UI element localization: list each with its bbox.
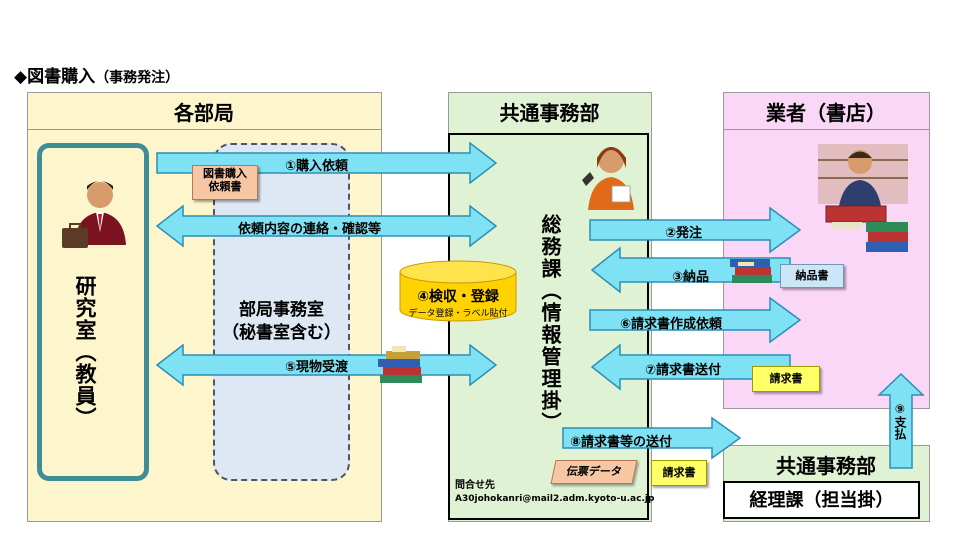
database-drum [399, 260, 517, 322]
step-7-label: ⑦請求書送付 [645, 363, 722, 378]
office-label-1: 部局事務室 [239, 300, 324, 320]
department-header-line [27, 129, 381, 130]
arrow-confirm [155, 204, 498, 248]
accounting-header: 共通事務部 [776, 454, 876, 478]
office-label-2: （秘書室含む） [222, 323, 341, 343]
vendor-header-line [723, 129, 929, 130]
clerk-icon [582, 147, 634, 210]
contact-email[interactable]: A30johokanri@mail2.adm.kyoto-u.ac.jp [455, 494, 655, 504]
bookseller-reading-icon [818, 144, 908, 252]
request-form-line2: 依頼書 [208, 180, 242, 194]
lab-label: 研究室（教員） [73, 275, 97, 429]
request-form-doc: 図書購入 依頼書 [192, 165, 258, 200]
accounting-section: 経理課（担当掛） [749, 490, 894, 511]
vendor-header: 業者（書店） [766, 101, 886, 125]
step-8-label: ⑧請求書等の送付 [570, 435, 673, 450]
department-header: 各部局 [174, 101, 234, 125]
arrow-send-documents [562, 416, 742, 460]
step-4-title: ④検収・登録 [417, 289, 499, 305]
invoice-doc-vendor: 請求書 [752, 366, 820, 392]
arrow-order [589, 206, 802, 254]
contact-label: 問合せ先 [455, 480, 495, 491]
invoice-doc-accounting: 請求書 [651, 460, 707, 486]
title-main: ◆図書購入 [14, 67, 96, 87]
title-sub: （事務発注） [95, 70, 180, 86]
step-5-label: ⑤現物受渡 [285, 360, 349, 375]
step-confirm-label: 依頼内容の連絡・確認等 [238, 222, 382, 237]
step-9-label: ⑨支払 [893, 402, 907, 440]
step-1-label: ①購入依頼 [285, 159, 349, 174]
general-affairs-label: 総務課（情報管理掛） [538, 214, 562, 434]
request-form-line1: 図書購入 [203, 167, 247, 180]
step-6-label: ⑥請求書作成依頼 [620, 317, 723, 332]
arrow-invoice-request [589, 296, 802, 344]
arrow-invoice-send [590, 343, 791, 391]
delivery-note-doc: 納品書 [780, 264, 844, 288]
businessman-briefcase-icon [62, 181, 126, 248]
arrow-payment [877, 372, 925, 469]
step-3-label: ③納品 [672, 270, 710, 285]
books-stack-icon [378, 346, 422, 383]
common-header: 共通事務部 [499, 101, 600, 125]
step-2-label: ②発注 [665, 226, 703, 241]
books-stack-icon [730, 259, 772, 283]
step-4-sub: データ登録・ラベル貼付 [408, 309, 508, 319]
diagram-title: ◆図書購入（事務発注） [14, 62, 179, 87]
accounting-inner-box [723, 481, 920, 519]
slip-data-doc: 伝票データ [550, 460, 638, 484]
